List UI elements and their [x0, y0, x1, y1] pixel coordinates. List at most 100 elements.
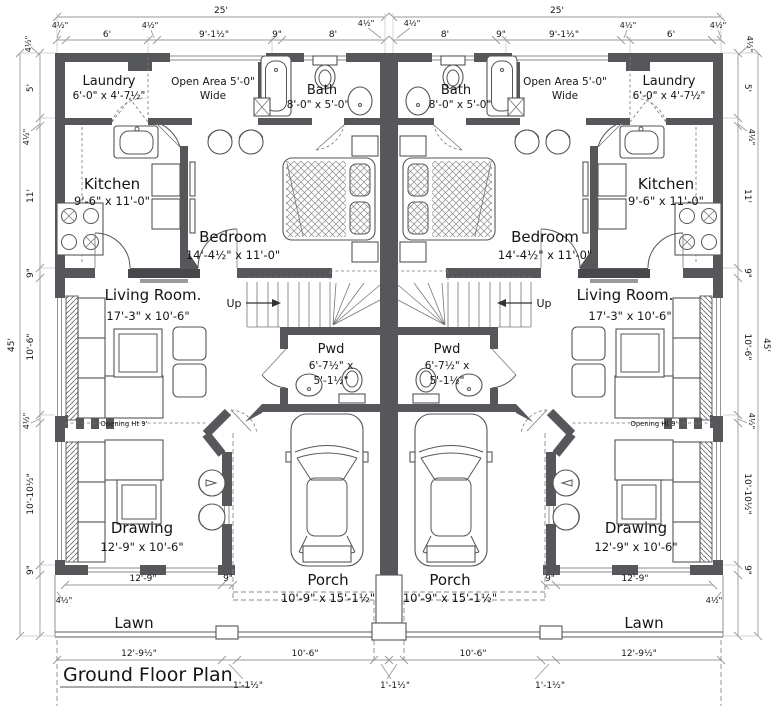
room-size-pwd1-r: 6'-7½" x — [425, 360, 470, 372]
center-party-wall — [371, 574, 407, 641]
room-label-kitchen: Kitchen — [84, 175, 140, 193]
room-label-bedroom: Bedroom — [199, 228, 267, 246]
open-area-label-r: Open Area 5'-0" — [523, 76, 607, 88]
dim-drawing-w-r: 12'-9" — [621, 574, 648, 584]
dim-open-w: 9'-1½" — [199, 30, 229, 40]
title-block: Ground Floor Plan — [60, 664, 250, 688]
dim-overall-height-l: 45' — [7, 338, 17, 352]
room-label-pwd: Pwd — [318, 342, 345, 357]
dim-nine-in: 9" — [742, 268, 752, 278]
open-area-label: Open Area 5'-0" — [171, 76, 255, 88]
room-label-laundry: Laundry — [83, 74, 136, 89]
dim-open-w: 9'-1½" — [549, 30, 579, 40]
dim-nine-in: 9" — [26, 268, 36, 278]
dim-bath-w: 8' — [329, 30, 337, 40]
room-label-living-r: Living Room. — [577, 286, 674, 304]
dim-nine-in: 9" — [26, 565, 36, 575]
dim-wall: 4½" — [747, 413, 756, 430]
dim-jog: 1'-1½" — [535, 681, 565, 691]
dim-overall-width-r: 25' — [550, 6, 564, 16]
room-size-pwd1: 6'-7½" x — [309, 360, 354, 372]
dim-nine-in: 9" — [223, 574, 233, 584]
dim-wall: 4½" — [24, 36, 33, 53]
stairs-up-label: Up — [226, 297, 241, 310]
room-label-bath-r: Bath — [441, 83, 471, 98]
dim-laundry-w: 6' — [103, 30, 111, 40]
room-label-kitchen-r: Kitchen — [638, 175, 694, 193]
dim-living-h: 10'-6" — [26, 333, 36, 360]
dim-wall: 4½" — [142, 21, 159, 30]
dim-bath-w: 8' — [441, 30, 449, 40]
dim-side-lot-r: 12'-9½" — [621, 649, 657, 659]
dim-wall: 4½" — [22, 413, 31, 430]
lawn-label-r: Lawn — [624, 614, 663, 632]
room-size-bath: 8'-0" x 5'-0" — [287, 99, 350, 111]
dim-laundry-h: 5' — [26, 84, 36, 92]
room-size-drawing-r: 12'-9" x 10'-6" — [594, 540, 677, 554]
labels: Laundry 6'-0" x 4'-7½" Open Area 5'-0" W… — [73, 74, 706, 632]
room-label-drawing-r: Drawing — [605, 519, 667, 537]
dim-porch-half-r: 10'-6" — [459, 649, 486, 659]
dim-wall: 4½" — [404, 19, 421, 28]
room-label-bath: Bath — [307, 83, 337, 98]
dim-jog: 1'-1½" — [380, 681, 410, 691]
room-size-kitchen-r: 9'-6" x 11'-0" — [628, 194, 704, 208]
dim-wall: 4½" — [747, 129, 756, 146]
dim-kitchen-h: 11' — [742, 189, 752, 203]
room-size-living: 17'-3" x 10'-6" — [106, 309, 189, 323]
dim-drawing-w-l: 12'-9" — [129, 574, 156, 584]
room-size-bedroom: 14'-4½" x 11'-0" — [186, 248, 280, 262]
dim-drawing-h: 10'-10½" — [26, 473, 36, 515]
dim-jog: 1'-1½" — [233, 681, 263, 691]
dim-overall-height-r: 45' — [761, 338, 771, 352]
room-size-living-r: 17'-3" x 10'-6" — [588, 309, 671, 323]
room-size-laundry-r: 6'-0" x 4'-7½" — [633, 90, 706, 102]
open-area-label2-r: Wide — [552, 90, 578, 102]
dim-living-h: 10'-6" — [742, 333, 752, 360]
room-size-drawing: 12'-9" x 10'-6" — [100, 540, 183, 554]
opening-note-r: Opening Ht 9' — [631, 420, 678, 428]
dim-wall: 4½" — [22, 129, 31, 146]
room-label-laundry-r: Laundry — [643, 74, 696, 89]
room-size-kitchen: 9'-6" x 11'-0" — [74, 194, 150, 208]
dim-wall: 4½" — [706, 596, 723, 605]
dim-side-lot-l: 12'-9½" — [121, 649, 157, 659]
dim-porch-half-l: 10'-6" — [291, 649, 318, 659]
dim-wall: 4½" — [358, 19, 375, 28]
dim-drawing-h: 10'-10½" — [742, 473, 752, 515]
dim-nine-in: 9" — [545, 574, 555, 584]
room-label-drawing: Drawing — [111, 519, 173, 537]
room-size-laundry: 6'-0" x 4'-7½" — [73, 90, 146, 102]
room-label-pwd-r: Pwd — [434, 342, 461, 357]
room-size-bath-r: 8'-0" x 5'-0" — [429, 99, 492, 111]
dim-wall: 4½" — [56, 596, 73, 605]
dimension-labels: 25' 25' 4½" 6' 4½" 9'-1½" 9" 8' 4½" 4½" … — [7, 6, 771, 691]
dim-laundry-h: 5' — [742, 84, 752, 92]
dim-nine-in: 9" — [272, 30, 282, 40]
dim-wall: 4½" — [710, 21, 727, 30]
dim-nine-in: 9" — [496, 30, 506, 40]
dim-wall: 4½" — [620, 21, 637, 30]
dim-overall-width-l: 25' — [214, 6, 228, 16]
room-size-pwd2-r: 5'-1½" — [429, 375, 464, 387]
dim-wall: 4½" — [52, 21, 69, 30]
center-post — [371, 622, 407, 641]
room-size-bedroom-r: 14'-4½" x 11'-0" — [498, 248, 592, 262]
opening-note: Opening Ht 9' — [101, 420, 148, 428]
room-size-pwd2: 5'-1½" — [313, 375, 348, 387]
room-label-porch-r: Porch — [429, 571, 470, 589]
dim-kitchen-h: 11' — [26, 189, 36, 203]
room-size-porch-r: 10'-9" x 15'-1½" — [403, 591, 497, 605]
dim-wall: 4½" — [745, 36, 754, 53]
room-label-bedroom-r: Bedroom — [511, 228, 579, 246]
stairs-up-label-r: Up — [536, 297, 551, 310]
room-size-porch: 10'-9" x 15'-1½" — [281, 591, 375, 605]
drawing-title: Ground Floor Plan — [63, 664, 233, 686]
lawn-label: Lawn — [114, 614, 153, 632]
open-area-label2: Wide — [200, 90, 226, 102]
room-label-porch: Porch — [307, 571, 348, 589]
dim-nine-in: 9" — [742, 565, 752, 575]
room-label-living: Living Room. — [105, 286, 202, 304]
